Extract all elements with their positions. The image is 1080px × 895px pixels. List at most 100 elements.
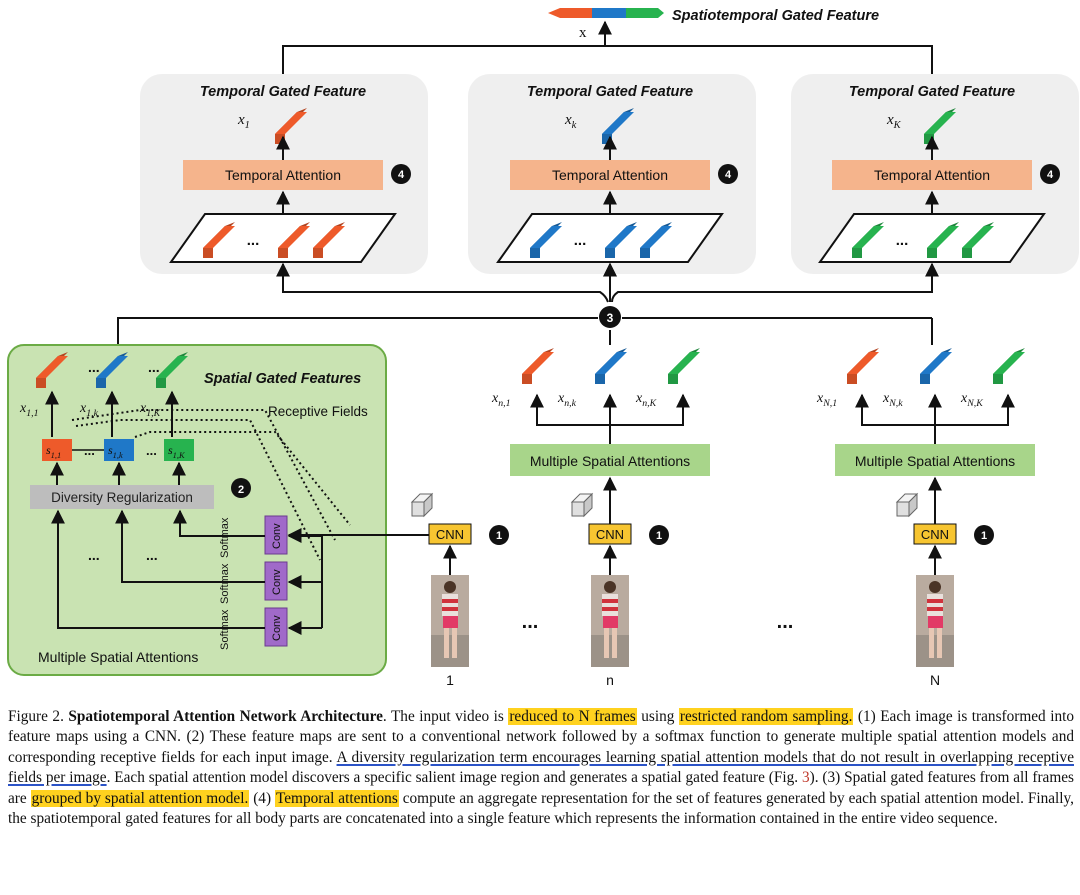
temporal-attention-box <box>183 160 383 190</box>
spatial-panel-title: Spatial Gated Features <box>204 371 361 387</box>
highlight-3: grouped by spatial attention model. <box>30 789 250 807</box>
input-col-1-frame-label: 1 <box>446 672 454 688</box>
input-col-3-feature-map-icon <box>895 492 919 518</box>
temporal-attention-box <box>510 160 710 190</box>
s-box-3 <box>164 439 194 461</box>
caption-label: Figure 2. <box>8 708 64 725</box>
temporal-input-bar <box>605 222 637 258</box>
temporal-input-bar <box>852 222 884 258</box>
step-4-badge <box>1040 164 1060 184</box>
input-col-2-frame-image <box>591 575 629 667</box>
underline-1: A diversity regularization term encourag… <box>8 748 1074 787</box>
diversity-regularization-box <box>30 485 214 509</box>
svg-text:1: 1 <box>981 530 987 542</box>
svg-text:...: ... <box>148 359 160 375</box>
svg-text:2: 2 <box>238 484 244 496</box>
input-col-3-cnn-label: CNN <box>921 527 949 542</box>
svg-text:4: 4 <box>1047 169 1054 181</box>
temporal-input-bar <box>962 222 994 258</box>
temporal-panel-3: Temporal Gated Feature xK Temporal Attenti… <box>791 74 1079 277</box>
svg-text:...: ... <box>146 547 158 563</box>
input-col-2-step-1-badge <box>649 525 669 545</box>
softmax-label: Softmax <box>219 517 231 558</box>
input-col-2-frame-label: n <box>606 672 614 688</box>
temporal-input-bar <box>927 222 959 258</box>
input-col-2-feature-bar-1 <box>522 348 554 384</box>
input-col-1-feature-map-icon <box>410 492 434 518</box>
svg-text:4: 4 <box>398 169 405 181</box>
input-col-3-feature-label-2: xN,k <box>882 391 903 409</box>
spatial-panel <box>7 344 387 676</box>
receptive-fields-label: Receptive Fields <box>268 404 368 419</box>
input-col-3-step-1-badge <box>974 525 994 545</box>
svg-text:Diversity Regularization: Diversity Regularization <box>51 490 193 505</box>
x-label: x <box>579 25 587 41</box>
input-col-3-feature-bar-3 <box>993 348 1025 384</box>
spatial-panel-footer: Multiple Spatial Attentions <box>38 649 198 665</box>
svg-text:4: 4 <box>725 169 732 181</box>
figure-caption: Figure 2. Spatiotemporal Attention Netwo… <box>8 708 1074 828</box>
spatial-feature-label-1: x1,1 <box>19 401 38 419</box>
input-col-2-feature-bar-2 <box>595 348 627 384</box>
svg-text:...: ... <box>88 359 100 375</box>
input-col-2-feature-bar-3 <box>668 348 700 384</box>
temporal-feature-label: x1 <box>237 112 250 131</box>
frames-ellipsis-2: ... <box>777 611 794 633</box>
input-col-3-frame-image <box>916 575 954 667</box>
s-box-2 <box>104 439 134 461</box>
softmax-label: Softmax <box>219 609 231 650</box>
svg-text:...: ... <box>146 443 157 458</box>
temporal-panel-title: Temporal Gated Feature <box>527 84 693 100</box>
spatial-feature-label-3: x1,K <box>139 401 161 419</box>
input-col-2-cnn-label: CNN <box>596 527 624 542</box>
conv-label: Conv <box>271 569 283 595</box>
svg-text:...: ... <box>896 232 909 249</box>
input-col-2-feature-map-icon <box>570 492 594 518</box>
spatiotemporal-title: Spatiotemporal Gated Feature <box>672 8 879 24</box>
architecture-diagram: Spatiotemporal Gated Feature x Temporal … <box>7 8 1079 688</box>
input-col-3-msa-label: Multiple Spatial Attentions <box>855 453 1015 469</box>
input-col-2-feature-label-3: xn,K <box>635 391 657 409</box>
concat-feature-bar <box>548 8 664 18</box>
highlight-1: reduced to N frames <box>508 708 637 725</box>
softmax-label: Softmax <box>219 563 231 604</box>
spatial-feature-label-2: x1,k <box>79 401 99 419</box>
s-label-1: s1,1 <box>46 443 61 460</box>
temporal-panel-title: Temporal Gated Feature <box>849 84 1015 100</box>
spatial-feature-bar-1 <box>36 352 68 388</box>
spatial-feature-bar-3 <box>156 352 188 388</box>
step-4-badge <box>718 164 738 184</box>
highlight-4: Temporal attentions <box>274 789 399 807</box>
fig-ref-link[interactable]: 3 <box>801 769 810 787</box>
temporal-attention-label: Temporal Attention <box>225 167 341 183</box>
input-col-1-cnn-label: CNN <box>436 527 464 542</box>
svg-text:1: 1 <box>656 530 662 542</box>
frames-ellipsis-1: ... <box>522 611 539 633</box>
temporal-attention-label: Temporal Attention <box>552 167 668 183</box>
s-box-1 <box>42 439 72 461</box>
temporal-input-bar <box>313 222 345 258</box>
conv-label: Conv <box>271 615 283 641</box>
temporal-attention-box <box>832 160 1032 190</box>
temporal-attention-label: Temporal Attention <box>874 167 990 183</box>
highlight-2: restricted random sampling. <box>678 708 854 725</box>
svg-text:...: ... <box>247 232 260 249</box>
input-col-3-msa-box <box>835 444 1035 476</box>
input-col-2-msa-label: Multiple Spatial Attentions <box>530 453 690 469</box>
conv-label: Conv <box>271 523 283 549</box>
temporal-input-bar <box>530 222 562 258</box>
s-label-3: s1,K <box>168 443 185 460</box>
caption-title: Spatiotemporal Attention Network Archite… <box>68 708 383 725</box>
spatial-feature-bar-2 <box>96 352 128 388</box>
temporal-feature-label: xk <box>564 112 577 131</box>
temporal-feature-label: xK <box>886 112 902 131</box>
input-col-3-feature-label-1: xN,1 <box>816 391 837 409</box>
input-col-2-msa-box <box>510 444 710 476</box>
temporal-panel-title: Temporal Gated Feature <box>200 84 366 100</box>
input-col-1-step-1-badge <box>489 525 509 545</box>
